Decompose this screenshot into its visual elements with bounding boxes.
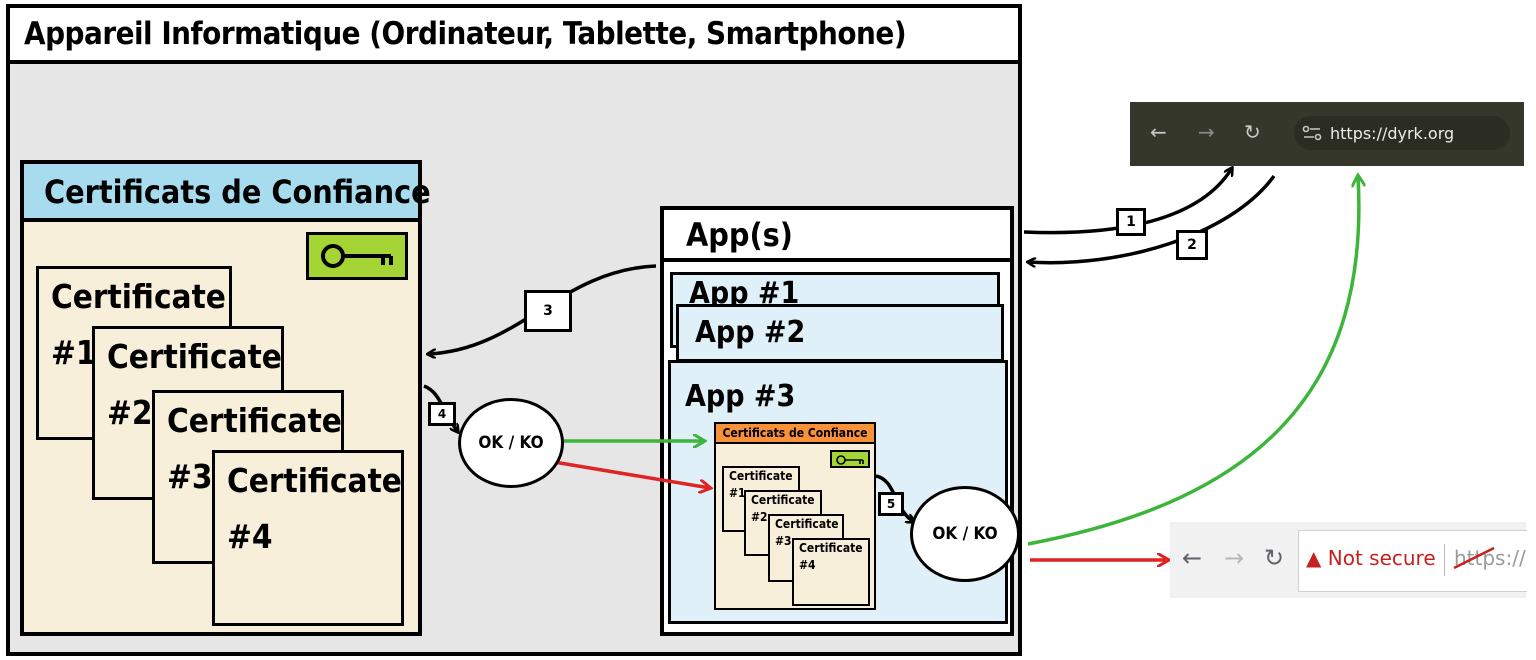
certificate-number: #2 bbox=[107, 393, 153, 432]
app-label: App #2 bbox=[695, 315, 806, 350]
ko-arrow bbox=[553, 460, 710, 488]
certificate-number: #1 bbox=[729, 486, 746, 500]
key-icon bbox=[306, 232, 408, 280]
arrow-step-1 bbox=[1023, 168, 1232, 235]
certificate-label: Certificate bbox=[775, 517, 839, 531]
arrow-step-2 bbox=[1028, 174, 1276, 263]
browser-bar-insecure: ← → ↻ ▲ Not secure https:// bbox=[1170, 522, 1527, 598]
app-trust-store-title: Certificats de Confiance bbox=[714, 422, 876, 444]
device-title: Appareil Informatique (Ordinateur, Table… bbox=[6, 4, 1022, 64]
address-bar[interactable] bbox=[1294, 116, 1510, 150]
ok-arrow-browser bbox=[1027, 176, 1359, 546]
address-url: https://dyrk.org bbox=[1330, 124, 1455, 143]
reload-icon[interactable]: ↻ bbox=[1244, 120, 1261, 144]
key-icon bbox=[830, 450, 870, 468]
step-badge-3: 3 bbox=[524, 290, 572, 332]
certificate-label: Certificate bbox=[751, 493, 815, 507]
app-label: App #3 bbox=[685, 379, 796, 414]
validation-result-2: OK / KO bbox=[910, 486, 1020, 582]
reload-icon[interactable]: ↻ bbox=[1264, 544, 1285, 572]
step-badge-4: 4 bbox=[428, 402, 456, 426]
certificate-label: Certificate bbox=[107, 337, 282, 376]
certificate-label: Certificate bbox=[799, 541, 863, 555]
forward-arrow-icon[interactable]: → bbox=[1198, 120, 1215, 144]
certificate-number: #2 bbox=[751, 510, 768, 524]
certificate-card-4: Certificate #4 bbox=[212, 450, 404, 626]
step-badge-2: 2 bbox=[1176, 230, 1208, 260]
certificate-number: #4 bbox=[799, 558, 816, 572]
step-badge-5: 5 bbox=[878, 492, 904, 516]
certificate-label: Certificate bbox=[51, 277, 226, 316]
warning-triangle-icon: ▲ bbox=[1306, 546, 1322, 570]
address-bar[interactable] bbox=[1298, 530, 1527, 592]
apps-title: App(s) bbox=[660, 206, 1014, 262]
back-arrow-icon[interactable]: ← bbox=[1182, 544, 1203, 572]
mini-certificate-card-4: Certificate #4 bbox=[792, 538, 870, 606]
strikethrough-mark bbox=[1453, 546, 1495, 570]
certificate-number: #4 bbox=[227, 517, 273, 556]
forward-arrow-icon[interactable]: → bbox=[1224, 544, 1245, 572]
address-separator bbox=[1444, 544, 1445, 576]
trust-store-title: Certificats de Confiance bbox=[20, 160, 431, 222]
certificate-label: Certificate bbox=[227, 461, 402, 500]
certificate-number: #3 bbox=[167, 457, 213, 496]
certificate-number: #3 bbox=[775, 534, 792, 548]
certificate-label: Certificate bbox=[167, 401, 342, 440]
security-warning: ▲ Not secure bbox=[1306, 546, 1436, 570]
validation-result-1: OK / KO bbox=[458, 398, 564, 488]
step-badge-1: 1 bbox=[1116, 208, 1146, 236]
certificate-number: #1 bbox=[51, 333, 97, 372]
warning-text: Not secure bbox=[1327, 546, 1436, 570]
site-settings-icon[interactable] bbox=[1302, 124, 1322, 146]
back-arrow-icon[interactable]: ← bbox=[1150, 120, 1167, 144]
certificate-label: Certificate bbox=[729, 469, 793, 483]
browser-bar-secure: ← → ↻ https://dyrk.org bbox=[1130, 102, 1524, 166]
